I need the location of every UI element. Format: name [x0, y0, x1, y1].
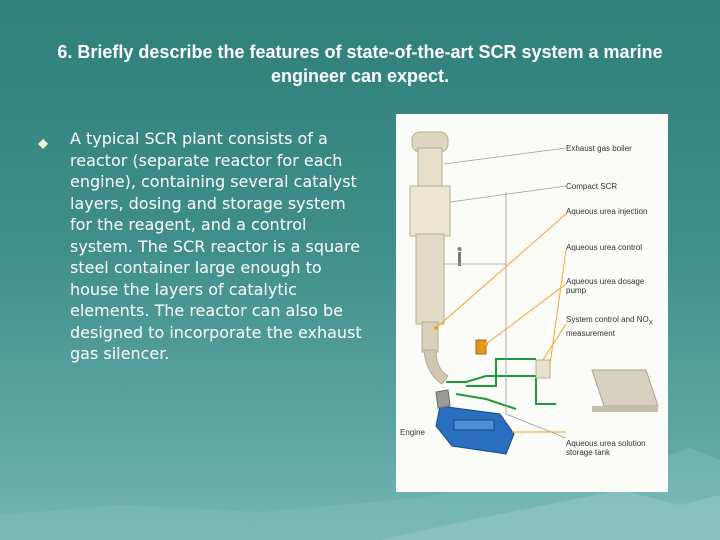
bullet-text: A typical SCR plant consists of a reacto…: [70, 129, 362, 363]
label-system-control: System control and NOX measurement: [566, 315, 666, 338]
bullet-diamond-icon: [38, 139, 48, 149]
label-engine: Engine: [400, 428, 425, 437]
label-system-control-subscript: X: [648, 320, 653, 327]
scr-diagram-drawing: [409, 131, 659, 455]
label-compact-scr: Compact SCR: [566, 182, 618, 191]
label-aqueous-urea-dosage-pump: Aqueous urea dosage pump: [566, 277, 645, 295]
label-system-control-tail: measurement: [566, 328, 615, 338]
label-aqueous-urea-injection: Aqueous urea injection: [566, 207, 648, 216]
slide-title: 6. Briefly describe the features of stat…: [57, 42, 663, 86]
label-exhaust-gas-boiler: Exhaust gas boiler: [566, 144, 632, 153]
label-storage-tank: Aqueous urea solution storage tank: [566, 439, 646, 457]
scr-system-diagram: Exhaust gas boiler Compact SCR Aqueous u…: [396, 114, 668, 492]
label-system-control-text: System control and NO: [566, 315, 649, 324]
label-aqueous-urea-control: Aqueous urea control: [566, 243, 643, 252]
